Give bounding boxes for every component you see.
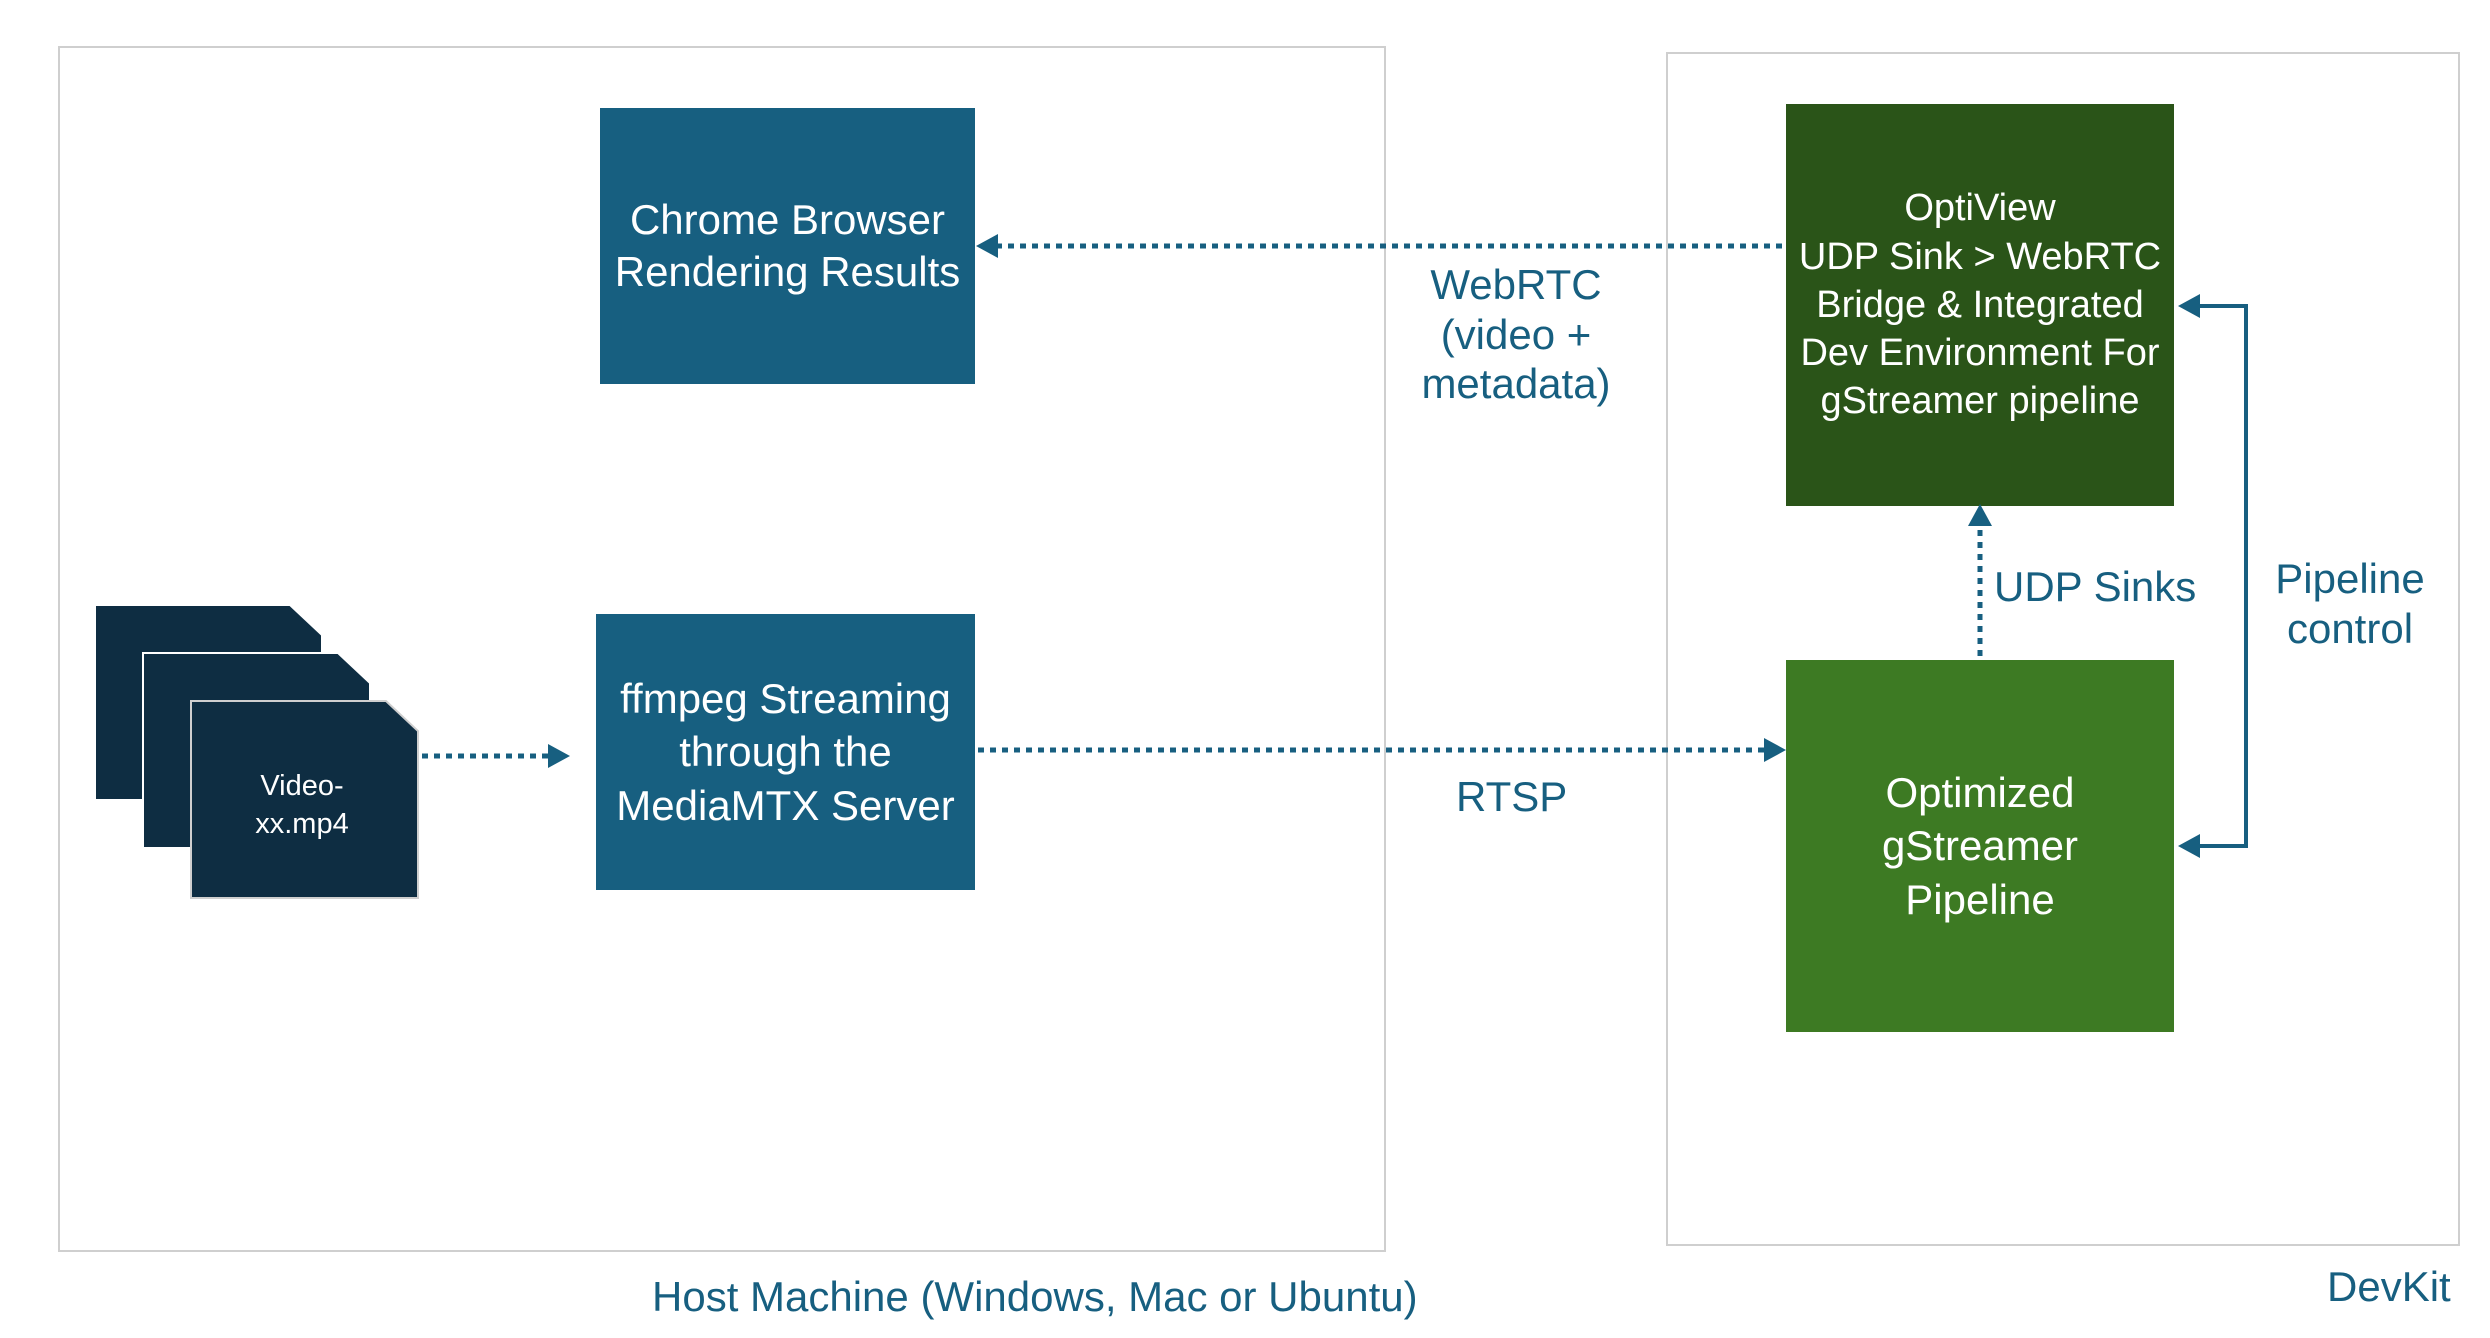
ffmpeg-box-line: ffmpeg Streaming xyxy=(620,675,951,722)
pipeline-control-top-arrowhead xyxy=(2178,294,2200,318)
webrtc-label: WebRTC (video + metadata) xyxy=(1421,260,1610,409)
pipeline-control-line xyxy=(2198,304,2248,848)
rtsp-label: RTSP xyxy=(1456,773,1568,820)
udp-sinks-label: UDP Sinks xyxy=(1994,563,2197,610)
chrome-box-line: Rendering Results xyxy=(614,248,961,295)
pipeline-control-label-line: control xyxy=(2286,604,2414,652)
video-file-label: Video- xx.mp4 xyxy=(192,768,412,843)
chrome-browser-box: Chrome Browser Rendering Results xyxy=(600,108,975,384)
pipeline-control-label: Pipeline control xyxy=(2275,554,2424,653)
file-to-ffmpeg-arrowhead xyxy=(548,744,570,768)
optiview-box-line: Bridge & Integrated xyxy=(1816,283,2144,326)
gstreamer-box-line: Optimized xyxy=(1885,769,2075,816)
pipeline-control-bottom-arrowhead xyxy=(2178,834,2200,858)
webrtc-label-line: WebRTC xyxy=(1430,261,1602,308)
udp-sinks-arrowhead xyxy=(1968,504,1992,526)
video-files-icon xyxy=(94,604,419,899)
optiview-box-line: UDP Sink > WebRTC xyxy=(1798,235,2162,278)
ffmpeg-box-line: through the xyxy=(679,728,892,776)
ffmpeg-streaming-box: ffmpeg Streaming through the MediaMTX Se… xyxy=(596,614,975,890)
pipeline-control-label-line: Pipeline xyxy=(2275,555,2425,602)
optiview-box-line: Dev Environment For xyxy=(1800,332,2160,375)
gstreamer-pipeline-box: Optimized gStreamer Pipeline xyxy=(1786,660,2174,1032)
rtsp-arrowhead xyxy=(1764,738,1786,762)
optiview-box: OptiView UDP Sink > WebRTC Bridge & Inte… xyxy=(1786,104,2174,506)
optiview-box-line: OptiView xyxy=(1904,187,2056,230)
video-file-line: xx.mp4 xyxy=(255,807,349,840)
chrome-box-line: Chrome Browser xyxy=(629,195,946,243)
gstreamer-box-line: gStreamer xyxy=(1881,822,2079,870)
webrtc-arrowhead xyxy=(976,234,998,258)
webrtc-label-line: metadata) xyxy=(1421,360,1611,408)
webrtc-label-line: (video + xyxy=(1440,310,1592,358)
devkit-caption: DevKit xyxy=(2327,1263,2451,1310)
ffmpeg-box-line: MediaMTX Server xyxy=(616,781,955,829)
host-machine-caption: Host Machine (Windows, Mac or Ubuntu) xyxy=(652,1273,1418,1320)
optiview-box-line: gStreamer pipeline xyxy=(1820,380,2140,423)
gstreamer-box-line: Pipeline xyxy=(1905,875,2055,923)
video-file-line: Video- xyxy=(260,770,344,802)
